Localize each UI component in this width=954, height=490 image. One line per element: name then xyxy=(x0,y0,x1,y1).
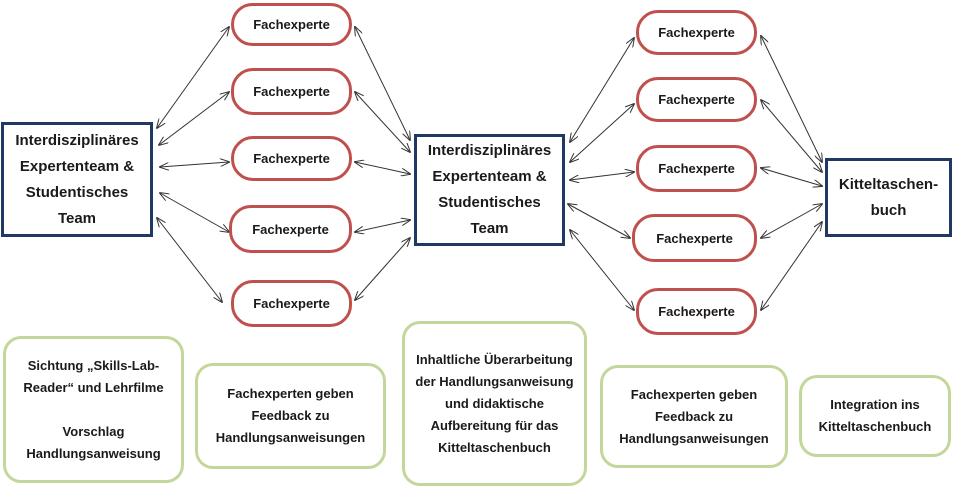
team-box-left: Interdisziplinäres Expertenteam & Studen… xyxy=(1,122,153,237)
bidirectional-arrow xyxy=(761,204,822,238)
bidirectional-arrow xyxy=(355,92,410,152)
team-box-left-label: Interdisziplinäres Expertenteam & Studen… xyxy=(15,131,139,227)
bidirectional-arrow xyxy=(761,100,822,172)
step-label-4: Fachexperten geben Feedback zu Handlungs… xyxy=(619,386,769,446)
bidirectional-arrow xyxy=(761,36,822,162)
bidirectional-arrow xyxy=(570,104,634,162)
expert-left-3: Fachexperte xyxy=(231,136,352,181)
kitteltaschenbuch-box: Kitteltaschen- buch xyxy=(825,158,952,237)
expert-right-3: Fachexperte xyxy=(636,145,757,192)
expert-label: Fachexperte xyxy=(658,92,735,107)
step-box-4: Fachexperten geben Feedback zu Handlungs… xyxy=(600,365,788,468)
expert-label: Fachexperte xyxy=(253,151,330,166)
bidirectional-arrow xyxy=(160,193,229,232)
expert-left-4: Fachexperte xyxy=(229,205,352,253)
bidirectional-arrow xyxy=(355,162,410,174)
team-box-middle-label: Interdisziplinäres Expertenteam & Studen… xyxy=(427,142,552,237)
bidirectional-arrow xyxy=(570,172,634,180)
expert-right-1: Fachexperte xyxy=(636,10,757,55)
expert-label: Fachexperte xyxy=(252,221,329,237)
step-label-3: Inhaltliche Überarbeitung der Handlungsa… xyxy=(415,351,574,455)
bidirectional-arrow xyxy=(157,218,222,302)
expert-label: Fachexperte xyxy=(658,161,735,176)
team-box-middle: Interdisziplinäres Expertenteam & Studen… xyxy=(414,134,565,246)
bidirectional-arrow xyxy=(160,162,229,167)
expert-right-5: Fachexperte xyxy=(636,288,757,335)
expert-left-2: Fachexperte xyxy=(231,68,352,115)
step-box-1: Sichtung „Skills-Lab-Reader“ und Lehrfil… xyxy=(3,336,184,483)
bidirectional-arrow xyxy=(570,38,634,142)
step-box-2: Fachexperten geben Feedback zu Handlungs… xyxy=(195,363,386,469)
bidirectional-arrow xyxy=(568,204,630,238)
expert-label: Fachexperte xyxy=(658,25,735,40)
expert-label: Fachexperte xyxy=(658,304,735,319)
bidirectional-arrow xyxy=(761,222,822,310)
expert-right-4: Fachexperte xyxy=(632,214,757,262)
expert-right-2: Fachexperte xyxy=(636,77,757,122)
step-label-1: Sichtung „Skills-Lab-Reader“ und Lehrfil… xyxy=(23,357,164,461)
step-box-5: Integration ins Kitteltaschenbuch xyxy=(799,375,951,457)
step-box-3: Inhaltliche Überarbeitung der Handlungsa… xyxy=(402,321,587,486)
bidirectional-arrow xyxy=(159,92,229,145)
expert-label: Fachexperte xyxy=(253,84,330,99)
kitteltaschenbuch-label: Kitteltaschen- buch xyxy=(838,175,939,219)
expert-label: Fachexperte xyxy=(253,296,330,311)
step-label-5: Integration ins Kitteltaschenbuch xyxy=(818,397,932,434)
expert-label: Fachexperte xyxy=(253,17,330,32)
step-label-2: Fachexperten geben Feedback zu Handlungs… xyxy=(215,386,366,445)
bidirectional-arrow xyxy=(157,27,229,128)
bidirectional-arrow xyxy=(355,220,410,232)
bidirectional-arrow xyxy=(355,238,410,300)
bidirectional-arrow xyxy=(355,27,410,140)
expert-left-1: Fachexperte xyxy=(231,3,352,46)
bidirectional-arrow xyxy=(570,230,634,310)
expert-left-5: Fachexperte xyxy=(231,280,352,327)
bidirectional-arrow xyxy=(761,168,822,186)
expert-label: Fachexperte xyxy=(656,230,733,246)
